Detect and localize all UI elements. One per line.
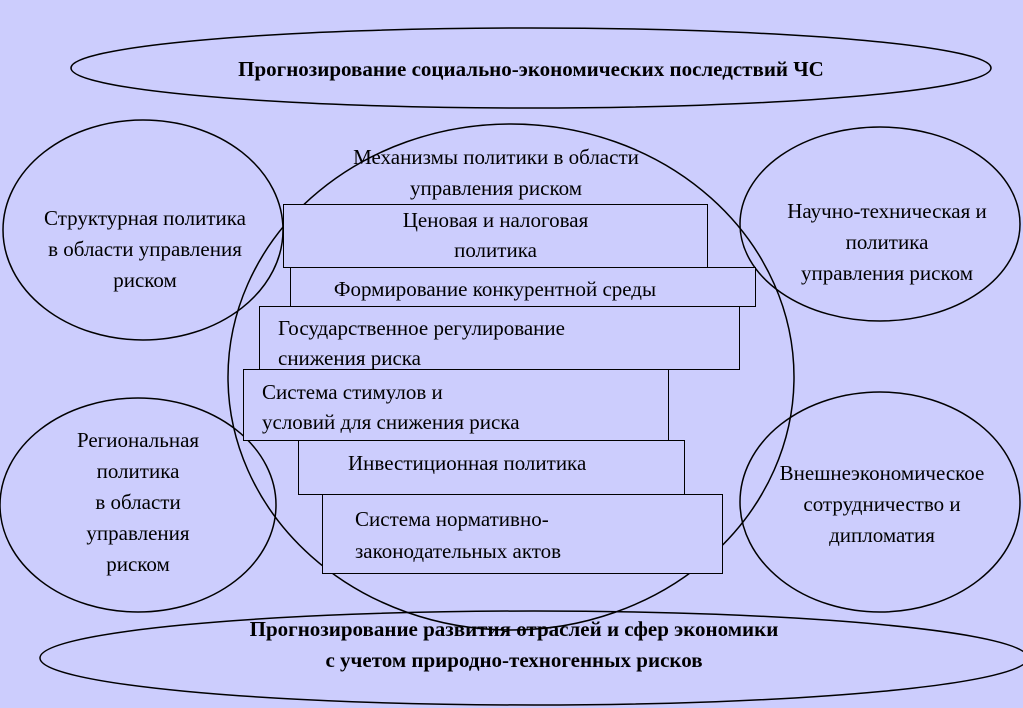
bottom-forecast-text: Прогнозирование развития отраслей и сфер… <box>249 617 779 672</box>
mechanism-text-4: Система стимулов и условий для снижения … <box>262 380 520 434</box>
regional-policy-text: Региональная политика в области управлен… <box>76 428 200 576</box>
left-bottom-ellipse <box>0 397 277 613</box>
mechanism-text-1: Ценовая и налоговая политика <box>402 208 589 262</box>
foreign-policy-text: Внешнеэкономическое сотрудничество и дип… <box>779 461 985 547</box>
center-ellipse <box>227 123 795 631</box>
mechanism-text-2: Формирование конкурентной среды <box>333 277 657 301</box>
mechanism-text-6: Система нормативно- законодательных акто… <box>355 507 562 563</box>
top-ellipse <box>70 27 992 109</box>
top-forecast-text: Прогнозирование социально-экономических … <box>238 57 824 81</box>
right-top-ellipse <box>739 126 1021 322</box>
mechanisms-title: Механизмы политики в области управления … <box>353 145 639 200</box>
mechanism-box-1 <box>283 204 708 268</box>
structural-policy-text: Структурная политика в области управлени… <box>44 206 246 292</box>
mechanism-box-2 <box>290 267 756 307</box>
bottom-ellipse <box>39 610 1023 706</box>
mechanism-text-5: Инвестиционная политика <box>348 451 587 475</box>
right-bottom-ellipse <box>739 391 1021 613</box>
mechanism-box-6 <box>322 494 723 574</box>
mechanism-text-3: Государственное регулирование снижения р… <box>278 316 565 370</box>
scientific-policy-text: Научно-техническая и политика управления… <box>787 199 987 285</box>
